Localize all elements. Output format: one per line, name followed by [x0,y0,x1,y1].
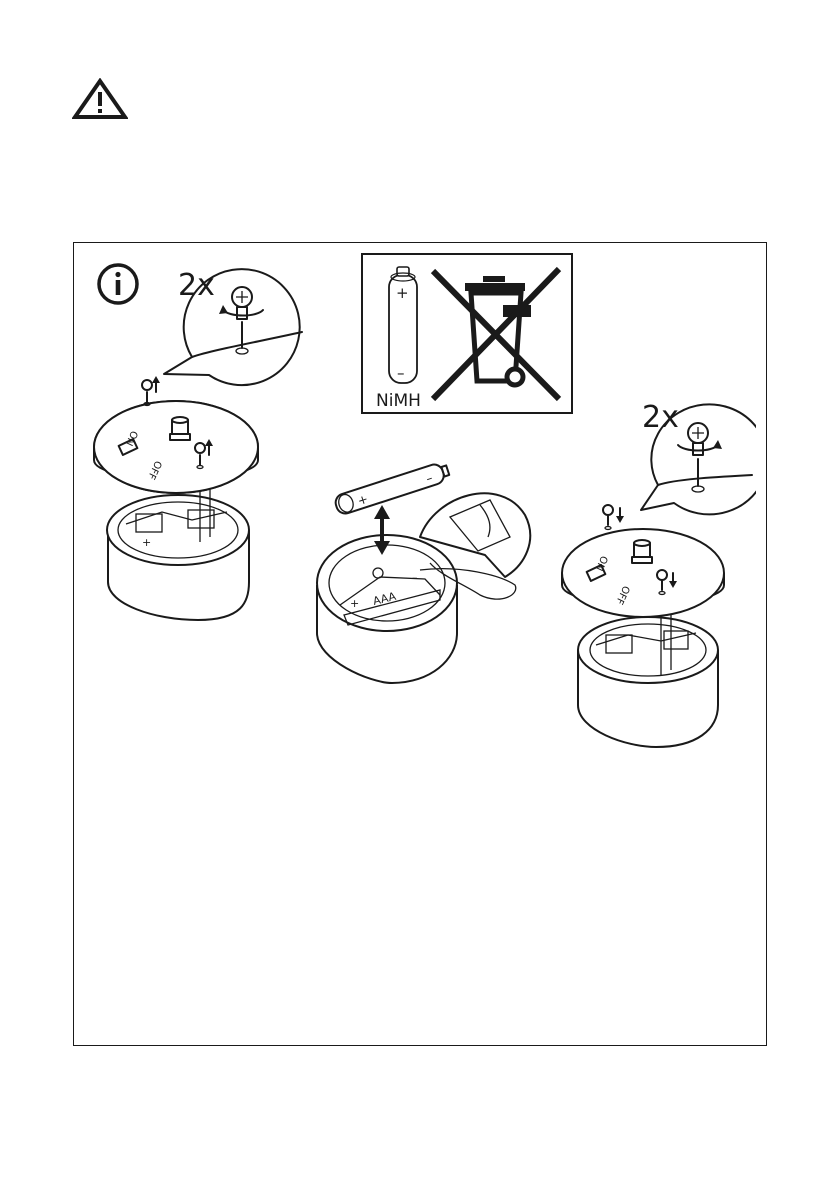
battery-label: NiMH [376,391,421,411]
minus-label: – [412,571,418,584]
count-label: 2x [642,400,679,435]
step3-refit-screws-illustration: 2x ON OFF [556,395,756,750]
plus-sign: + [396,284,409,302]
minus-sign: – [397,364,405,382]
count-label: 2x [178,268,215,303]
step1-remove-screws-illustration: 2x + ON OFF [92,262,310,624]
step2-replace-battery-illustration: AAA + – + – [300,455,540,685]
plus-label: + [350,597,359,610]
svg-text:+: + [142,536,151,549]
battery-disposal-symbol: + – NiMH [361,253,573,414]
warning-triangle-icon [72,78,128,120]
